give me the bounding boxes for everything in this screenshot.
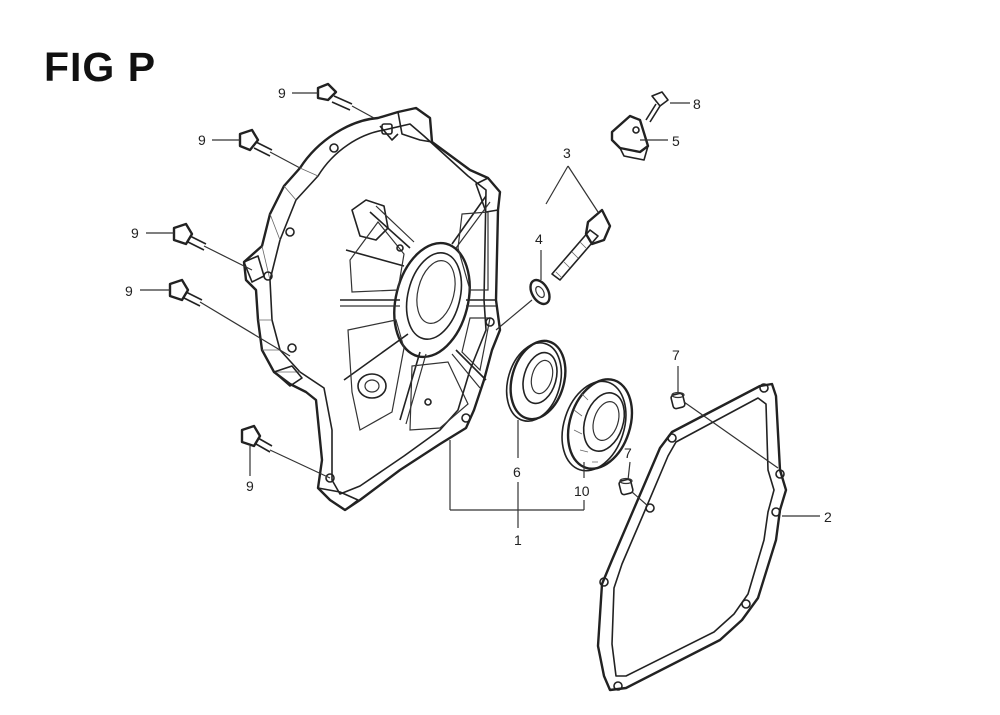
callout-9: 9 [246, 478, 254, 494]
callout-8: 8 [693, 96, 701, 112]
dowel-pin-lower [618, 477, 634, 496]
callout-9: 9 [278, 85, 286, 101]
callout-9: 9 [131, 225, 139, 241]
flange-bolt-3 [172, 222, 207, 251]
drain-plug [551, 208, 612, 281]
dowel-pin-upper [670, 391, 686, 410]
flange-bolt-2 [238, 128, 273, 157]
callout-9: 9 [198, 132, 206, 148]
callout-9: 9 [125, 283, 133, 299]
bracket [610, 114, 650, 161]
figure-title: FIG P [44, 44, 157, 90]
bolt-8 [645, 91, 669, 123]
callout-2: 2 [824, 509, 832, 525]
callout-10: 10 [574, 483, 590, 499]
leader-lines [140, 92, 820, 528]
callout-4: 4 [535, 231, 543, 247]
callout-3: 3 [563, 145, 571, 161]
callout-labels: 9 9 9 9 9 8 5 3 4 7 7 6 10 1 2 [125, 85, 832, 548]
flange-bolt-5 [240, 424, 273, 453]
callout-7: 7 [624, 445, 632, 461]
callout-5: 5 [672, 133, 680, 149]
oil-seal [505, 339, 567, 422]
callout-1: 1 [514, 532, 522, 548]
callout-7: 7 [672, 347, 680, 363]
gasket [596, 382, 788, 692]
washer [529, 278, 551, 306]
flange-bolt-1 [316, 82, 353, 111]
flange-bolt-4 [168, 278, 203, 307]
bearing [561, 378, 634, 472]
callout-6: 6 [513, 464, 521, 480]
crankcase-cover [242, 106, 502, 512]
